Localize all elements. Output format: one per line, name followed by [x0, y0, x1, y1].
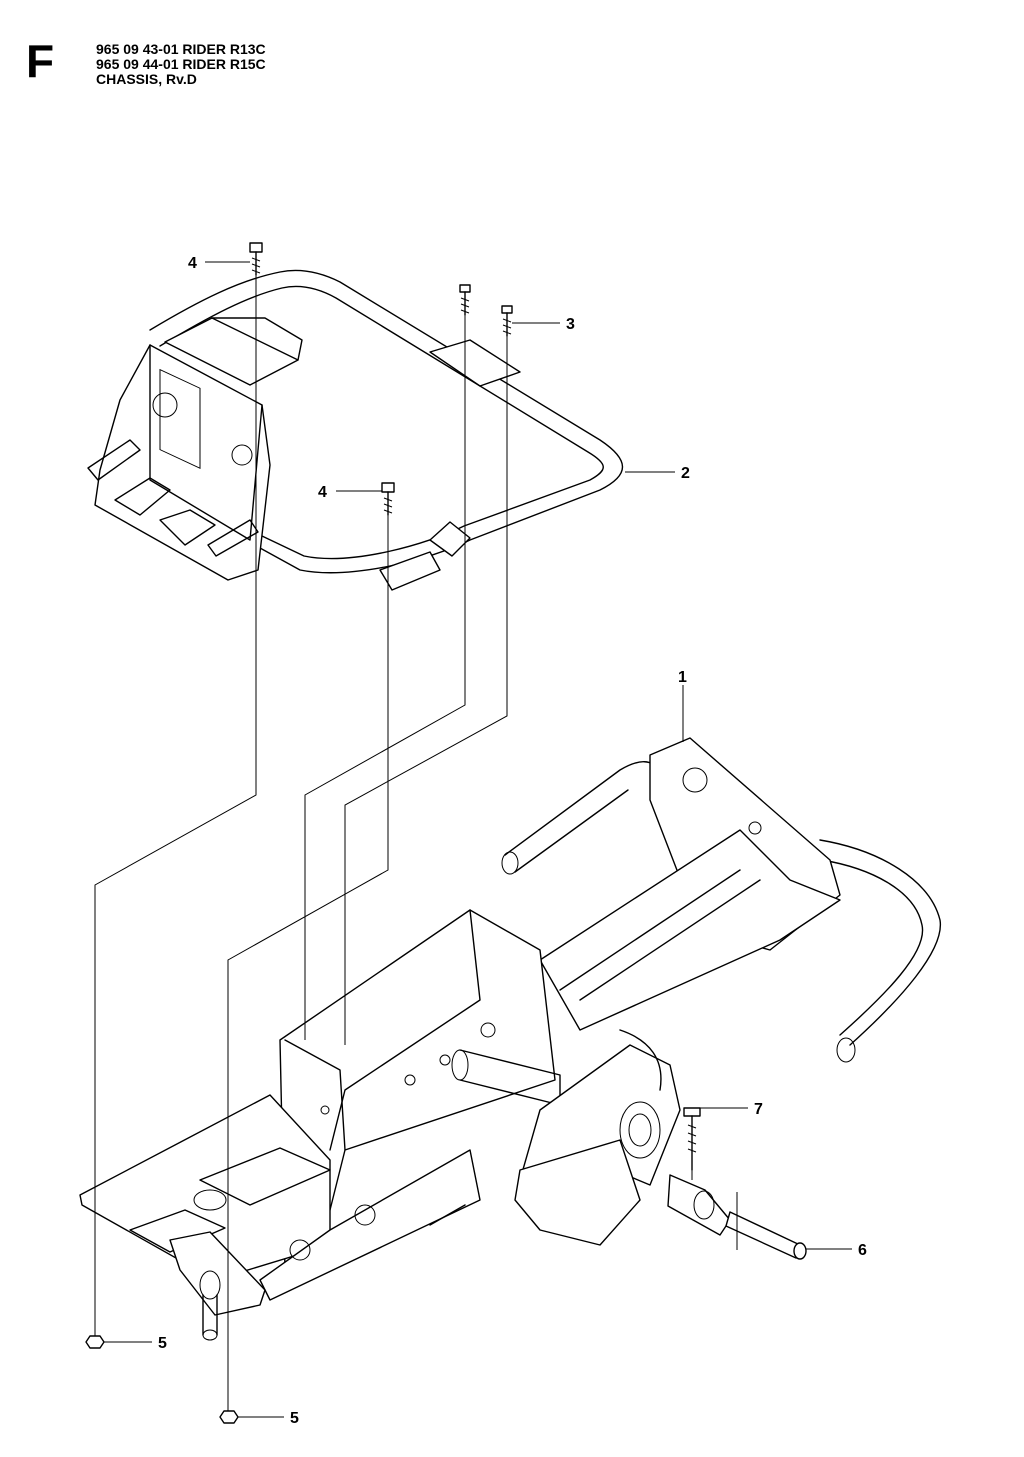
callout-7: 7 — [754, 1101, 763, 1118]
seat-bracket — [87, 269, 624, 591]
section-letter: F — [26, 35, 55, 87]
callout-5-bottom: 5 — [290, 1410, 299, 1427]
model-line-r13c: 965 09 43-01 RIDER R13C — [96, 41, 266, 57]
callouts: 1 2 3 4 4 5 5 6 7 — [104, 255, 867, 1427]
callout-3: 3 — [566, 316, 575, 333]
callout-4-top: 4 — [188, 255, 197, 272]
pivot-pin-assembly — [667, 1107, 807, 1260]
assembly-guide-lines — [94, 275, 738, 1411]
callout-2: 2 — [681, 465, 690, 482]
diagram-title: 965 09 43-01 RIDER R13C 965 09 44-01 RID… — [96, 42, 266, 87]
chassis-frame — [79, 737, 941, 1341]
callout-5-left: 5 — [158, 1335, 167, 1352]
callout-1: 1 — [678, 669, 687, 686]
callout-6: 6 — [858, 1242, 867, 1259]
assembly-name: CHASSIS, Rv.D — [96, 71, 197, 87]
fasteners — [85, 242, 513, 1424]
callout-4-middle: 4 — [318, 484, 327, 501]
model-line-r15c: 965 09 44-01 RIDER R15C — [96, 56, 266, 72]
